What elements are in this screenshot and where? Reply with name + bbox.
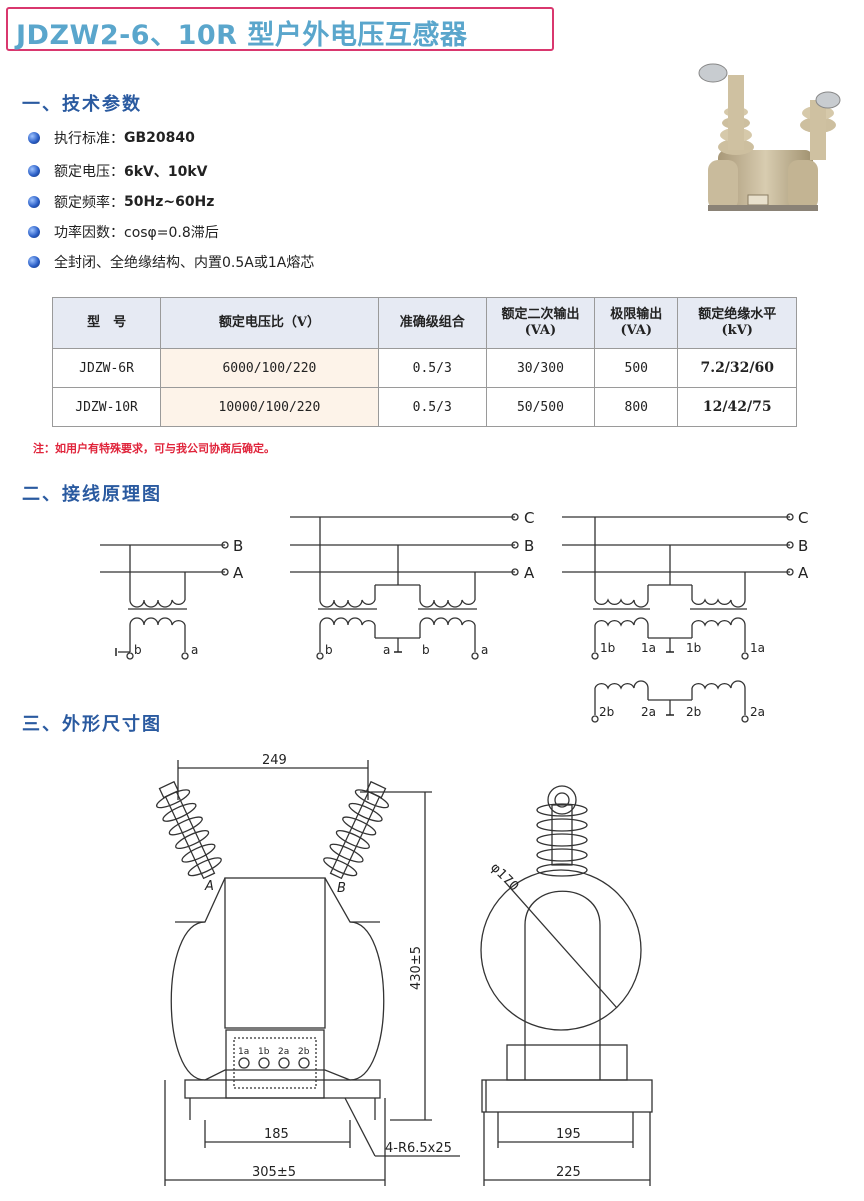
dim-height: 430±5 [409, 946, 424, 990]
label-b: b [134, 643, 142, 657]
insulator-label-A: A [204, 879, 214, 894]
label-A: A [524, 564, 535, 582]
table-cell: 7.2/32/60 [677, 348, 797, 388]
table-cell: 30/300 [485, 348, 596, 388]
table-header: 额定电压比（V） [160, 297, 379, 349]
title-box: JDZW2-6、10R 型户外电压互感器 [6, 7, 554, 51]
table-cell: 12/42/75 [677, 387, 797, 427]
param-item: 额定频率：50Hz~60Hz [28, 192, 214, 212]
param-item: 全封闭、全绝缘结构、内置0.5A或1A熔芯 [28, 252, 314, 272]
dim-side-base: 225 [556, 1165, 581, 1180]
table-cell: 0.5/3 [377, 387, 487, 427]
table-cell: JDZW-6R [51, 348, 162, 388]
side-view-drawing [480, 785, 653, 1186]
label-2a: 2a [641, 705, 656, 719]
label-1b: 1b [600, 641, 615, 655]
table-header: 极限输出 (VA) [594, 297, 679, 349]
table-cell: 6000/100/220 [160, 348, 379, 388]
dim-holes: 4-R6.5x25 [385, 1141, 452, 1156]
label-a: a [191, 643, 198, 657]
param-item: 额定电压：6kV、10kV [28, 161, 208, 181]
param-item: 执行标准：GB20840 [28, 128, 195, 148]
table-header: 额定二次输出 (VA) [485, 297, 596, 349]
table-header: 额定绝缘水平 (kV) [677, 297, 797, 349]
table-row: JDZW-10R 10000/100/220 0.5/3 50/500 800 … [51, 387, 797, 427]
table-cell: JDZW-10R [51, 387, 162, 427]
terminal-label: 1a [238, 1047, 249, 1057]
bullet-icon [28, 165, 40, 177]
note-text: 注：如用户有特殊要求，可与我公司协商后确定。 [33, 442, 275, 455]
table-header: 准确级组合 [377, 297, 487, 349]
label-a: a [481, 643, 488, 657]
param-item: 功率因数：cosφ=0.8滞后 [28, 222, 219, 242]
dim-base-width: 305±5 [252, 1165, 296, 1180]
table-row: JDZW-6R 6000/100/220 0.5/3 30/300 500 7.… [51, 348, 797, 388]
insulator-label-B: B [337, 881, 346, 896]
section-tech-title: 一、技术参数 [22, 94, 142, 115]
label-A: A [233, 564, 244, 582]
label-B: B [233, 537, 243, 555]
table-cell: 10000/100/220 [160, 387, 379, 427]
label-B: B [798, 537, 808, 555]
label-1a: 1a [641, 641, 656, 655]
label-C: C [798, 509, 808, 527]
wiring-diagram-2 [290, 513, 519, 660]
label-1b: 1b [686, 641, 701, 655]
bullet-icon [28, 226, 40, 238]
label-1a: 1a [750, 641, 765, 655]
bullet-icon [28, 256, 40, 268]
table-cell: 50/500 [485, 387, 596, 427]
section-wiring-title: 二、接线原理图 [22, 484, 162, 505]
table-header: 型 号 [51, 297, 162, 349]
label-b: b [325, 643, 333, 657]
terminal-label: 2a [278, 1047, 289, 1057]
terminal-label: 2b [298, 1047, 310, 1057]
table-cell: 0.5/3 [377, 348, 487, 388]
dim-diameter: φ170 [487, 860, 521, 894]
section-dims-title: 三、外形尺寸图 [22, 714, 162, 735]
terminal-label: 1b [258, 1047, 270, 1057]
wiring-diagram-3 [562, 513, 794, 723]
bullet-icon [28, 196, 40, 208]
wiring-diagram-1 [100, 541, 229, 660]
label-a: a [383, 643, 390, 657]
dim-side-foot: 195 [556, 1127, 581, 1142]
front-view-drawing [155, 760, 460, 1186]
spec-table: 型 号 额定电压比（V） 准确级组合 额定二次输出 (VA) 极限输出 (VA)… [51, 297, 797, 427]
page-title: JDZW2-6、10R 型户外电压互感器 [16, 20, 468, 51]
label-b: b [422, 643, 430, 657]
label-B: B [524, 537, 534, 555]
label-A: A [798, 564, 809, 582]
table-header-row: 型 号 额定电压比（V） 准确级组合 额定二次输出 (VA) 极限输出 (VA)… [51, 297, 797, 349]
bullet-icon [28, 132, 40, 144]
label-C: C [524, 509, 534, 527]
label-2b: 2b [599, 705, 614, 719]
label-2b: 2b [686, 705, 701, 719]
table-cell: 800 [594, 387, 679, 427]
dim-foot-span: 185 [264, 1127, 289, 1142]
table-cell: 500 [594, 348, 679, 388]
dim-top-width: 249 [262, 753, 287, 768]
product-photo [698, 63, 841, 211]
label-2a: 2a [750, 705, 765, 719]
